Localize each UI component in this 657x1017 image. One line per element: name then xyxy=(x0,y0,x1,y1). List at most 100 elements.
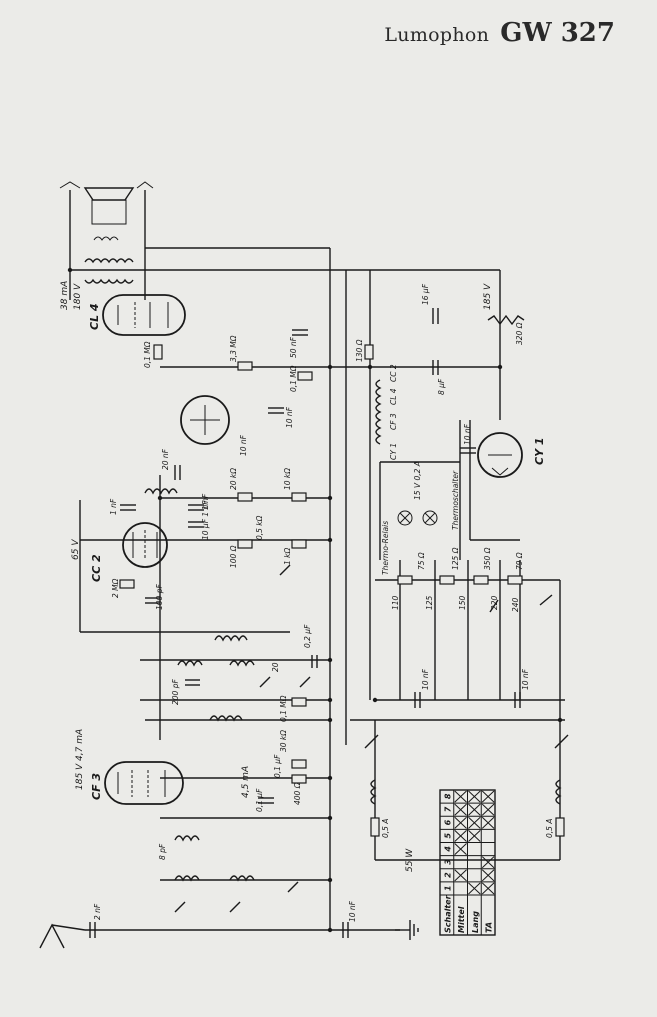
component-values-top: 0,1 MΩ 3,3 MΩ 0,1 MΩ 50 nF 130 Ω 320 Ω 1… xyxy=(143,283,524,470)
component-values-lower: 200 pF 20 0,2 μF 0,1 MΩ 30 kΩ 0,1 μF 400… xyxy=(93,624,554,922)
fuse-symbols xyxy=(370,817,565,837)
tap-voltage-label: 110 xyxy=(391,595,400,610)
table-row-label: Lang xyxy=(471,911,480,933)
value-label: 20 xyxy=(271,662,280,672)
value-label: 200 pF xyxy=(171,679,180,705)
table-header-schalter: Schalter xyxy=(443,894,452,933)
table-cross-mark xyxy=(454,830,467,842)
value-label: 1 nF xyxy=(201,493,210,510)
voltage-label: 65 V xyxy=(71,539,81,560)
table-cross-mark xyxy=(481,882,495,895)
value-label: 0,1 MΩ xyxy=(279,695,288,722)
antenna-symbol xyxy=(39,181,154,949)
value-label: 10 μF 1 nF xyxy=(201,500,210,540)
value-label: 1 kΩ xyxy=(283,548,292,565)
value-label: 320 Ω xyxy=(515,322,524,345)
tuning-indicator xyxy=(180,395,230,445)
value-label: 0,2 μF xyxy=(303,624,312,648)
table-cross-mark xyxy=(481,816,495,829)
table-cross-mark xyxy=(468,882,481,895)
table-cross-mark xyxy=(454,803,467,816)
ground-symbol xyxy=(395,920,419,940)
table-header-switch: 5 xyxy=(443,833,452,839)
value-label: 10 nF xyxy=(521,668,530,690)
table-cross-mark xyxy=(468,790,481,803)
component-values-mid: 20 kΩ 10 kΩ 1 nF 10 μF 1 nF 0,5 kΩ 100 Ω… xyxy=(109,468,292,610)
tap-voltage-label: 150 xyxy=(458,595,467,610)
tube-cf3 xyxy=(104,761,184,805)
value-label: 10 nF xyxy=(285,406,294,428)
table-header-switch: 7 xyxy=(443,806,452,812)
value-label: 10 nF xyxy=(239,434,248,456)
value-label: 30 kΩ xyxy=(279,730,288,752)
value-label: 50 nF xyxy=(289,336,298,358)
table-header-switch: 4 xyxy=(443,846,452,853)
schematic-title: Lumophon GW 327 xyxy=(384,18,615,48)
table-cross-mark xyxy=(468,816,481,829)
value-label: 130 Ω xyxy=(355,339,364,362)
value-label: 2 nF xyxy=(93,903,102,920)
heater-label: CY 1 xyxy=(389,443,398,460)
tap-resistor-label: 75 Ω xyxy=(417,552,426,570)
value-label: 100 pF xyxy=(155,584,164,610)
fuse-label: 0,5 A xyxy=(545,819,554,838)
value-label: 0,1 μF xyxy=(273,754,282,778)
tap-voltage-label: 240 xyxy=(511,597,520,612)
label-cl4: CL 4 xyxy=(88,303,101,330)
capacitor-group xyxy=(89,308,521,938)
table-cross-mark xyxy=(454,816,467,829)
label-cc2: CC 2 xyxy=(90,554,103,582)
heater-label: CF 3 xyxy=(389,413,398,430)
table-cross-mark xyxy=(454,790,467,803)
tube-cc2 xyxy=(122,522,168,568)
voltage-label: 185 V xyxy=(483,283,493,310)
table-cross-mark xyxy=(454,843,467,855)
table-cross-mark xyxy=(468,803,481,816)
heater-label: CC 2 xyxy=(389,364,398,382)
value-label: 0,1 MΩ xyxy=(289,365,298,392)
junction-dots xyxy=(67,267,563,933)
voltage-label: 38 mA xyxy=(60,281,70,310)
table-header-switch: 2 xyxy=(443,872,452,878)
power-label: 55 W xyxy=(405,848,415,872)
resistor-group xyxy=(119,314,525,784)
label-cf3: CF 3 xyxy=(90,773,103,800)
tap-labels: 75 Ω 125 Ω 350 Ω 79 Ω 110 125 150 220 24… xyxy=(391,547,524,612)
table-cross-mark xyxy=(481,869,495,882)
value-label: 10 nF xyxy=(348,900,357,922)
pilot-lamps xyxy=(397,510,438,526)
model-name: GW 327 xyxy=(500,18,615,48)
label-cy1: CY 1 xyxy=(533,437,546,465)
value-label: 20 nF xyxy=(161,448,170,470)
coil-group xyxy=(144,379,562,882)
voltage-labels: 180 V 38 mA 185 V 65 V 185 V 4,7 mA 4,5 … xyxy=(60,281,493,798)
value-label: 8 pF xyxy=(158,843,167,860)
table-row-label: Mittel xyxy=(457,906,466,933)
value-label: 10 nF xyxy=(421,668,430,690)
table-header-switch: 8 xyxy=(443,793,452,799)
value-label: 8 μF xyxy=(437,378,446,395)
tap-voltage-label: 220 xyxy=(490,595,499,610)
voltage-label: 4,5 mA xyxy=(241,766,251,798)
output-transformer xyxy=(84,258,134,284)
table-header-switch: 1 xyxy=(443,885,452,891)
value-label: 20 kΩ xyxy=(229,468,238,490)
fuse-label: 0,5 A xyxy=(381,819,390,838)
table-header-switch: 3 xyxy=(443,859,452,865)
value-label: 16 μF xyxy=(421,283,430,305)
table-cross-mark xyxy=(454,869,467,882)
tube-labels: CL 4 CC 2 CF 3 CY 1 xyxy=(88,303,546,800)
table-header-switch: 6 xyxy=(443,819,452,825)
loudspeaker-icon xyxy=(83,187,135,241)
value-label: 0,5 kΩ xyxy=(255,515,264,540)
tap-resistor-label: 125 Ω xyxy=(451,547,460,570)
brand-name: Lumophon xyxy=(384,24,490,46)
tap-resistor-label: 79 Ω xyxy=(515,552,524,570)
table-cross-mark xyxy=(481,803,495,816)
table-row-label: TA xyxy=(485,922,494,933)
value-label: 1 nF xyxy=(109,498,118,515)
voltage-label: 185 V 4,7 mA xyxy=(75,729,85,790)
value-label: 2 MΩ xyxy=(111,578,120,598)
